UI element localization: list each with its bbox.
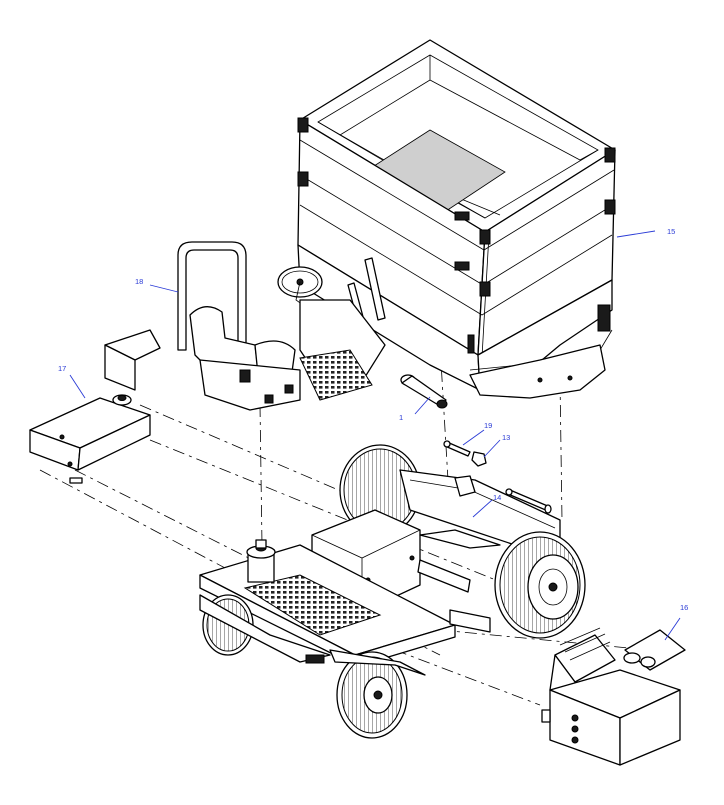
callout-17: 17 (58, 364, 66, 373)
left-cover (29, 329, 161, 484)
callout-18: 18 (135, 277, 143, 286)
callout-15: 15 (667, 227, 675, 236)
hopper-box (297, 39, 616, 399)
chassis (199, 444, 586, 739)
callout-leaders (69, 230, 681, 641)
callout-13: 13 (502, 433, 510, 442)
axle-parts (400, 374, 552, 514)
callout-1: 1 (399, 413, 403, 422)
callout-14: 14 (493, 493, 501, 502)
operator-seat (177, 241, 386, 411)
corner-brackets (297, 117, 616, 297)
callout-19: 19 (484, 421, 492, 430)
callout-16: 16 (680, 603, 688, 612)
callout-labels: 1 19 13 14 15 16 17 18 (58, 227, 688, 612)
right-cover (541, 627, 686, 766)
